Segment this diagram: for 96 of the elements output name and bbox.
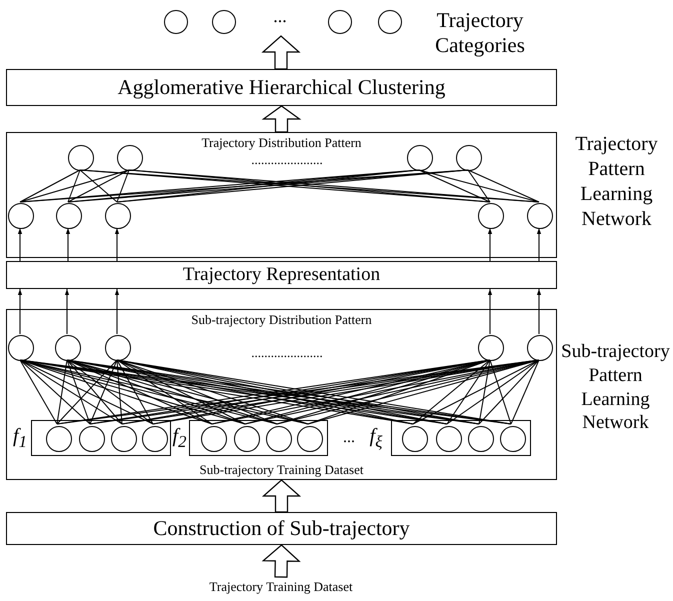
panel-title: Sub-trajectory Training Dataset: [198, 462, 364, 477]
input-label: Trajectory Training Dataset: [190, 577, 372, 597]
neuron-circle: [201, 426, 227, 452]
process-box: Agglomerative Hierarchical Clustering: [6, 69, 557, 106]
neuron-circle: [527, 203, 553, 229]
process-box: Construction of Sub-trajectory: [6, 512, 557, 545]
network-panel: [6, 309, 557, 480]
arrow: [18, 288, 22, 334]
neuron-circle: [500, 426, 526, 452]
neuron-circle: [456, 145, 482, 171]
feature-group-box: [391, 420, 531, 456]
connection-line: [478, 360, 540, 424]
neuron-circle: [478, 203, 504, 229]
arrow: [114, 288, 120, 334]
neuron-circle: [111, 426, 137, 452]
connection-line: [56, 360, 118, 424]
neuron-circle: [56, 203, 82, 229]
connection-line: [66, 360, 122, 424]
neuron-circle: [8, 335, 34, 361]
connection-line: [446, 360, 490, 424]
block-arrow: [262, 544, 301, 578]
neuron-circle: [527, 335, 553, 361]
arrow: [18, 228, 22, 262]
category-label: Trajectory Categories: [434, 8, 526, 58]
block-arrow: [262, 105, 302, 133]
neuron-circle: [328, 10, 352, 34]
neuron-circle: [436, 426, 462, 452]
arrow: [64, 288, 70, 334]
arrow: [488, 288, 492, 334]
connection-line: [116, 360, 122, 424]
connection-line: [66, 360, 90, 424]
connection-line: [66, 360, 212, 424]
connection-line: [68, 170, 130, 202]
neuron-circle: [8, 203, 34, 229]
block-arrow: [262, 479, 302, 513]
connection-line: [116, 360, 154, 424]
connection-line: [20, 360, 58, 424]
connection-line: [20, 360, 90, 424]
connection-line: [20, 170, 80, 202]
connection-line: [510, 360, 540, 424]
connection-line: [478, 360, 490, 424]
connection-line: [116, 360, 246, 424]
neuron-circle: [142, 426, 168, 452]
connection-line: [80, 170, 118, 202]
ellipsis: ...: [272, 6, 288, 28]
neuron-circle: [68, 145, 94, 171]
neuron-circle: [478, 335, 504, 361]
neuron-circle: [55, 335, 81, 361]
connection-line: [116, 360, 212, 424]
connection-line: [490, 360, 512, 424]
feature-label: f$_{1}$: [12, 424, 28, 453]
neuron-circle: [46, 426, 72, 452]
connection-line: [66, 360, 154, 424]
connection-line: [412, 360, 540, 424]
connection-line: [20, 360, 122, 424]
process-box: Trajectory Representation: [6, 261, 557, 289]
connection-line: [90, 360, 118, 424]
connection-line: [446, 360, 540, 424]
neuron-circle: [164, 10, 188, 34]
arrow: [66, 228, 70, 262]
connection-line: [412, 360, 490, 424]
side-label: Sub-trajectory Pattern Learning Network: [560, 340, 671, 435]
neuron-circle: [105, 335, 131, 361]
dotted-line-text: ......................: [250, 345, 324, 361]
feature-label: f$_{ξ}$: [368, 424, 384, 453]
feature-group-box: [189, 420, 328, 456]
connection-line: [418, 170, 490, 202]
arrow: [488, 228, 492, 262]
feature-group-box: [31, 420, 171, 456]
neuron-circle: [407, 145, 433, 171]
dotted-line-text: ......................: [250, 152, 324, 168]
connection-line: [116, 170, 130, 202]
neuron-circle: [79, 426, 105, 452]
connection-line: [468, 170, 540, 202]
arrow: [536, 228, 542, 262]
neuron-circle: [266, 426, 292, 452]
block-arrow: [261, 35, 301, 70]
panel-title: Sub-trajectory Distribution Pattern: [190, 313, 373, 328]
neuron-circle: [234, 426, 260, 452]
panel-title: Trajectory Distribution Pattern: [200, 136, 362, 150]
network-panel: [6, 132, 557, 258]
feature-label: f$_{2}$: [172, 424, 188, 453]
connection-line: [468, 170, 490, 202]
neuron-circle: [105, 203, 131, 229]
side-label: Trajectory Pattern Learning Network: [574, 132, 659, 232]
arrow: [536, 288, 542, 334]
arrow: [114, 228, 120, 262]
ellipsis: ...: [342, 428, 356, 448]
connection-line: [68, 170, 80, 202]
neuron-circle: [402, 426, 428, 452]
connection-line: [56, 360, 68, 424]
neuron-circle: [378, 10, 402, 34]
neuron-circle: [117, 145, 143, 171]
neuron-circle: [212, 10, 236, 34]
neuron-circle: [297, 426, 323, 452]
neuron-circle: [468, 426, 494, 452]
